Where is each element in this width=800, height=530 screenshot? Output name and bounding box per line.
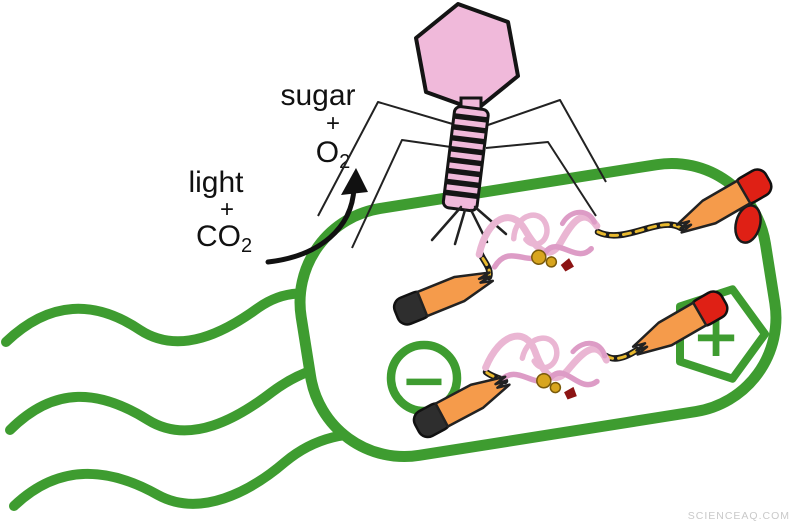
watermark-text: SCIENCEAQ.COM: [688, 510, 790, 522]
phage-head: [414, 2, 520, 112]
label-sugar: sugar: [280, 79, 355, 112]
label-o2-main: O: [316, 136, 339, 169]
flagellum-1: [1, 288, 343, 347]
clip-handle-red: [734, 204, 762, 244]
bacteriophage: [317, 2, 607, 249]
label-light: light: [188, 166, 244, 199]
phage-fiber-4: [473, 205, 508, 236]
phage-leg-right-2: [485, 141, 597, 217]
label-co2-sub: 2: [241, 235, 252, 257]
phage-leg-right-1: [487, 99, 607, 183]
reaction-arrow: [265, 168, 368, 265]
phage-base-fibers: [430, 205, 508, 246]
phage-leg-left-2: [351, 139, 459, 249]
photosystem-bottom: − +: [386, 285, 769, 442]
phage-leg-left-1: [317, 101, 457, 217]
phage-fiber-2: [453, 208, 467, 246]
phage-legs: [317, 99, 607, 249]
label-o2-sub: 2: [339, 151, 350, 173]
photosynthesis-labels: sugar + O2 light + CO2: [188, 79, 355, 257]
flagellum-3: [9, 429, 387, 511]
label-plus-reactants: +: [220, 196, 234, 223]
phage-tail: [441, 105, 490, 213]
phage-tail-stripes: [445, 113, 487, 200]
photosystem-top: [389, 164, 777, 329]
label-co2-main: CO: [196, 220, 241, 253]
wire-top-right: [596, 223, 683, 237]
reaction-arrow-shaft: [265, 185, 357, 265]
label-co2: CO2: [196, 220, 252, 257]
reaction-arrowhead: [341, 168, 368, 195]
label-o2: O2: [316, 136, 350, 173]
label-plus-products: +: [326, 110, 340, 137]
phage-fiber-1: [430, 205, 463, 242]
